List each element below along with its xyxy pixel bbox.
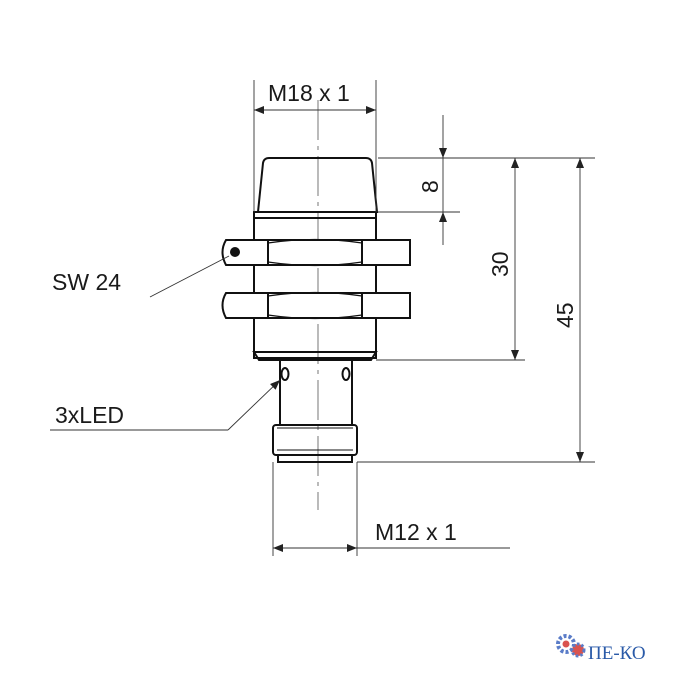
mark-dot (230, 247, 240, 257)
connector-thread-label: M12 x 1 (375, 519, 457, 545)
led-stem (279, 359, 353, 426)
dimension-lines (50, 80, 595, 556)
wrench-size-label: SW 24 (52, 269, 121, 295)
thread-label: M18 x 1 (268, 80, 350, 106)
thread-body (253, 211, 377, 359)
dim-cap-label: 8 (417, 180, 443, 193)
sensor-body (221, 157, 411, 463)
led-window (280, 367, 290, 381)
dim-total-label: 45 (552, 302, 578, 328)
dim-body-label: 30 (487, 251, 513, 277)
sensor-cap (256, 157, 379, 213)
logo-text: ПЕ-КО (588, 643, 646, 664)
nut-lower (221, 291, 411, 320)
led-label: 3xLED (55, 402, 124, 428)
led-window (341, 367, 351, 381)
company-logo: ПЕ-КО (556, 634, 646, 664)
nut-upper (221, 238, 411, 267)
